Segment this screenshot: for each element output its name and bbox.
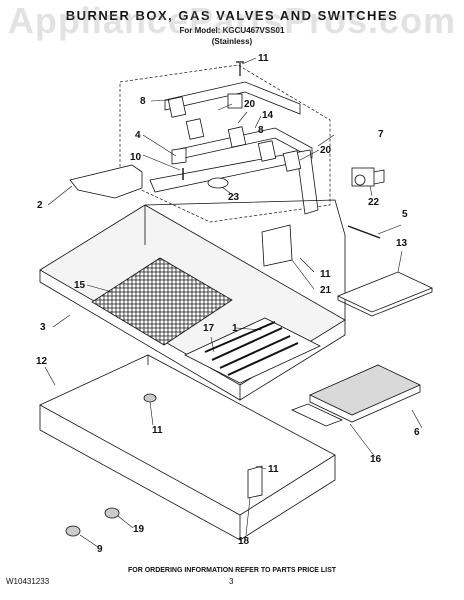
callout-20b: 20 <box>320 145 332 156</box>
callout-22: 22 <box>368 197 380 208</box>
burner-element <box>184 317 321 384</box>
callout-8a: 8 <box>140 96 146 107</box>
model-number: For Model: KGCU467VSS01 <box>179 26 285 35</box>
burner-bracket <box>69 164 143 199</box>
callout-12: 12 <box>36 356 48 367</box>
callout-9: 9 <box>97 544 103 555</box>
callout-11a: 11 <box>258 53 269 64</box>
callout-18: 18 <box>238 536 250 547</box>
drip-pan <box>309 364 421 416</box>
callout-2: 2 <box>37 200 43 211</box>
callout-20a: 20 <box>244 99 256 110</box>
callout-1: 1 <box>232 323 238 334</box>
model-variant: (Stainless) <box>211 37 253 46</box>
callout-17: 17 <box>203 323 215 334</box>
screw-top <box>236 61 244 76</box>
screw-11 <box>143 393 157 403</box>
callout-11c: 11 <box>152 425 163 436</box>
mounting-bracket <box>247 465 263 499</box>
callout-21: 21 <box>320 285 332 296</box>
callout-4: 4 <box>135 130 141 141</box>
callout-7: 7 <box>378 129 384 140</box>
callout-8b: 8 <box>258 125 264 136</box>
support-strip <box>290 403 344 427</box>
callout-5: 5 <box>402 209 408 220</box>
callout-11d: 11 <box>268 464 279 475</box>
callout-16: 16 <box>370 454 382 465</box>
diagram-title: BURNER BOX, GAS VALVES AND SWITCHES <box>65 8 399 23</box>
callout-10: 10 <box>130 152 142 163</box>
gas-manifold-assembly <box>119 64 331 223</box>
page-number: 3 <box>229 577 234 586</box>
burner-tray <box>39 354 336 541</box>
gas-inlet-valve <box>351 167 385 187</box>
wire-harness <box>347 225 381 239</box>
document-number: W10431233 <box>6 577 50 586</box>
callout-13: 13 <box>396 238 408 249</box>
side-panel <box>261 224 293 267</box>
callout-3: 3 <box>40 322 46 333</box>
grommet <box>104 507 120 519</box>
callout-14: 14 <box>262 110 274 121</box>
hex-nut <box>65 525 81 537</box>
ceramic-burner-plate <box>91 257 233 346</box>
callout-15: 15 <box>74 280 86 291</box>
callout-6: 6 <box>414 427 420 438</box>
callout-19: 19 <box>133 524 145 535</box>
shelf-plate <box>336 271 434 313</box>
ordering-note: FOR ORDERING INFORMATION REFER TO PARTS … <box>127 567 337 574</box>
callout-23: 23 <box>228 192 240 203</box>
callout-11b: 11 <box>320 269 331 280</box>
